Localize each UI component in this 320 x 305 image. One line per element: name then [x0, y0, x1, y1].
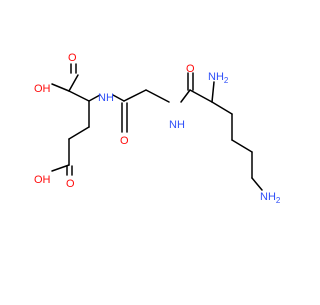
hydroxyl-label: OH — [34, 174, 51, 186]
oxygen-label: O — [186, 63, 195, 75]
bond — [145, 89, 170, 103]
bond — [231, 139, 253, 153]
molecule-canvas: O OH NH O NH O NH2 OH O NH2 — [34, 52, 281, 205]
bond — [123, 89, 147, 102]
bond — [88, 94, 101, 102]
bond — [68, 90, 90, 102]
atom-labels: O OH NH O NH O NH2 OH O NH2 — [34, 52, 281, 205]
bond — [180, 89, 191, 103]
bond — [51, 83, 70, 92]
oxygen-label: O — [68, 52, 77, 64]
bond — [189, 89, 213, 103]
amide-nitrogen-label: NH — [98, 92, 114, 104]
amine-nitrogen-label: NH2 — [260, 191, 281, 205]
oxygen-label: O — [120, 135, 129, 147]
bonds — [51, 63, 263, 191]
bond — [251, 177, 263, 191]
bond — [211, 81, 215, 103]
hydroxyl-label: OH — [34, 83, 51, 95]
molecule-structure: O OH NH O NH O NH2 OH O NH2 — [34, 52, 281, 205]
amide-nitrogen-label: NH — [169, 119, 185, 131]
bond — [68, 126, 90, 140]
oxygen-label: O — [66, 178, 75, 190]
bond — [68, 74, 79, 92]
bond — [211, 101, 233, 115]
bond — [51, 164, 70, 172]
bond — [112, 94, 125, 102]
amine-nitrogen-label: NH2 — [208, 71, 229, 85]
